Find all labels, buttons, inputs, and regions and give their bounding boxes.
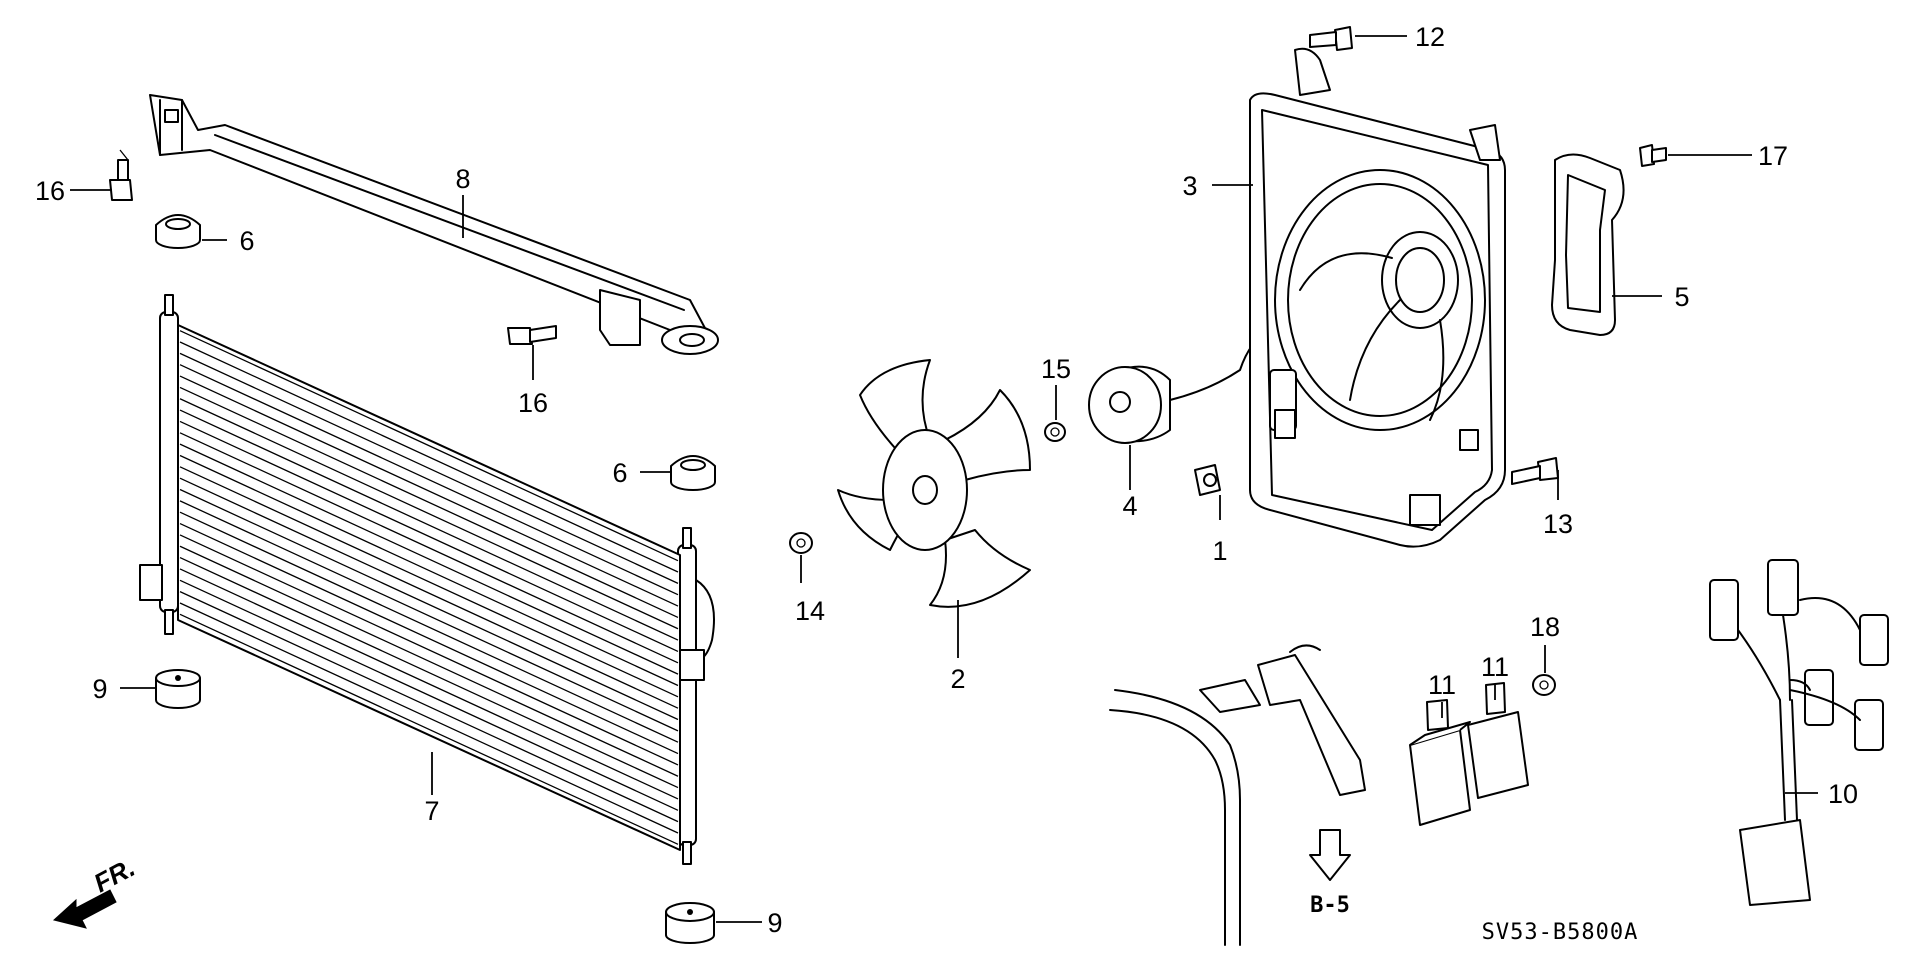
callout-6-top: 6 [239,226,254,256]
condenser-fin [179,420,679,653]
grommet-9-bottom [665,902,715,944]
callout-9-left: 9 [92,674,107,704]
condenser [139,294,715,865]
condenser-fin [179,432,679,664]
callout-18: 18 [1530,612,1560,642]
condenser-fin [179,454,679,687]
wire-clip [1194,464,1221,496]
grommet-6-mid [670,455,716,491]
relay-left [1409,699,1471,826]
fan-motor [1088,329,1301,444]
condenser-fin [179,352,679,584]
callout-7: 7 [424,796,439,826]
callout-16-left: 16 [35,176,65,206]
condenser-fin [179,522,679,755]
callout-5: 5 [1674,282,1689,312]
condenser-fin [179,613,679,845]
callout-10: 10 [1828,779,1858,809]
condenser-fin [179,330,679,562]
bolt-16-right [507,325,557,345]
callout-16-right: 16 [518,388,548,418]
condenser-fin [179,364,679,596]
front-direction-label: FR. [89,852,140,898]
grommet-6-top [155,214,201,249]
callout-12: 12 [1415,22,1445,52]
detail-inset [1109,644,1366,946]
callout-13: 13 [1543,509,1573,539]
callout-1: 1 [1212,536,1227,566]
condenser-fin [179,534,679,766]
reference-arrow [1309,829,1351,881]
condenser-fin [179,375,679,607]
reference-label: B-5 [1310,893,1350,918]
condenser-fin [179,466,679,698]
condenser-fin [179,591,679,823]
condenser-fin [179,511,679,743]
motor-connector [1269,369,1297,439]
front-arrow [52,889,117,929]
callout-14: 14 [795,596,825,626]
bolt-12 [1309,26,1353,51]
condenser-fin [179,500,679,732]
leader-lines [70,35,1818,923]
condenser-fin [179,557,679,789]
condenser-fin [179,409,679,641]
condenser-fin [179,477,679,709]
condenser-fin [179,579,679,811]
nut-18 [1532,674,1556,696]
callout-11-right: 11 [1481,652,1509,682]
bolt-17 [1639,144,1667,167]
callout-15: 15 [1041,354,1071,384]
wire-harness [1709,559,1889,906]
callout-3: 3 [1182,171,1197,201]
condenser-fin [179,488,679,721]
diagram-code: SV53-B5800A [1482,920,1639,945]
condenser-fin [179,443,679,675]
callout-17: 17 [1758,141,1788,171]
condenser-fins [179,330,679,845]
condenser-fin [179,602,679,834]
callout-labels: 1 2 3 4 5 6 6 7 8 9 9 10 11 11 12 13 14 … [35,22,1858,938]
fan-blade [837,359,1031,608]
grommet-9-left [155,669,201,709]
condenser-fin [179,568,679,800]
relay-right [1467,682,1529,799]
callout-8: 8 [455,164,470,194]
condenser-fin [179,545,679,777]
callout-6-mid: 6 [612,458,627,488]
condenser-fin [179,341,679,573]
callout-9-bottom: 9 [767,908,782,938]
shroud-cover [1551,153,1625,336]
nut-14 [789,532,813,554]
condenser-fin [179,386,679,618]
condenser-fin [179,398,679,630]
bolt-16-left [109,149,133,201]
fan-shroud [1249,47,1506,548]
upper-bracket [149,94,719,355]
bolt-13 [1511,457,1559,485]
callout-11-left: 11 [1428,670,1456,700]
callout-4: 4 [1122,491,1137,521]
nut-15 [1044,422,1066,442]
callout-2: 2 [950,664,965,694]
